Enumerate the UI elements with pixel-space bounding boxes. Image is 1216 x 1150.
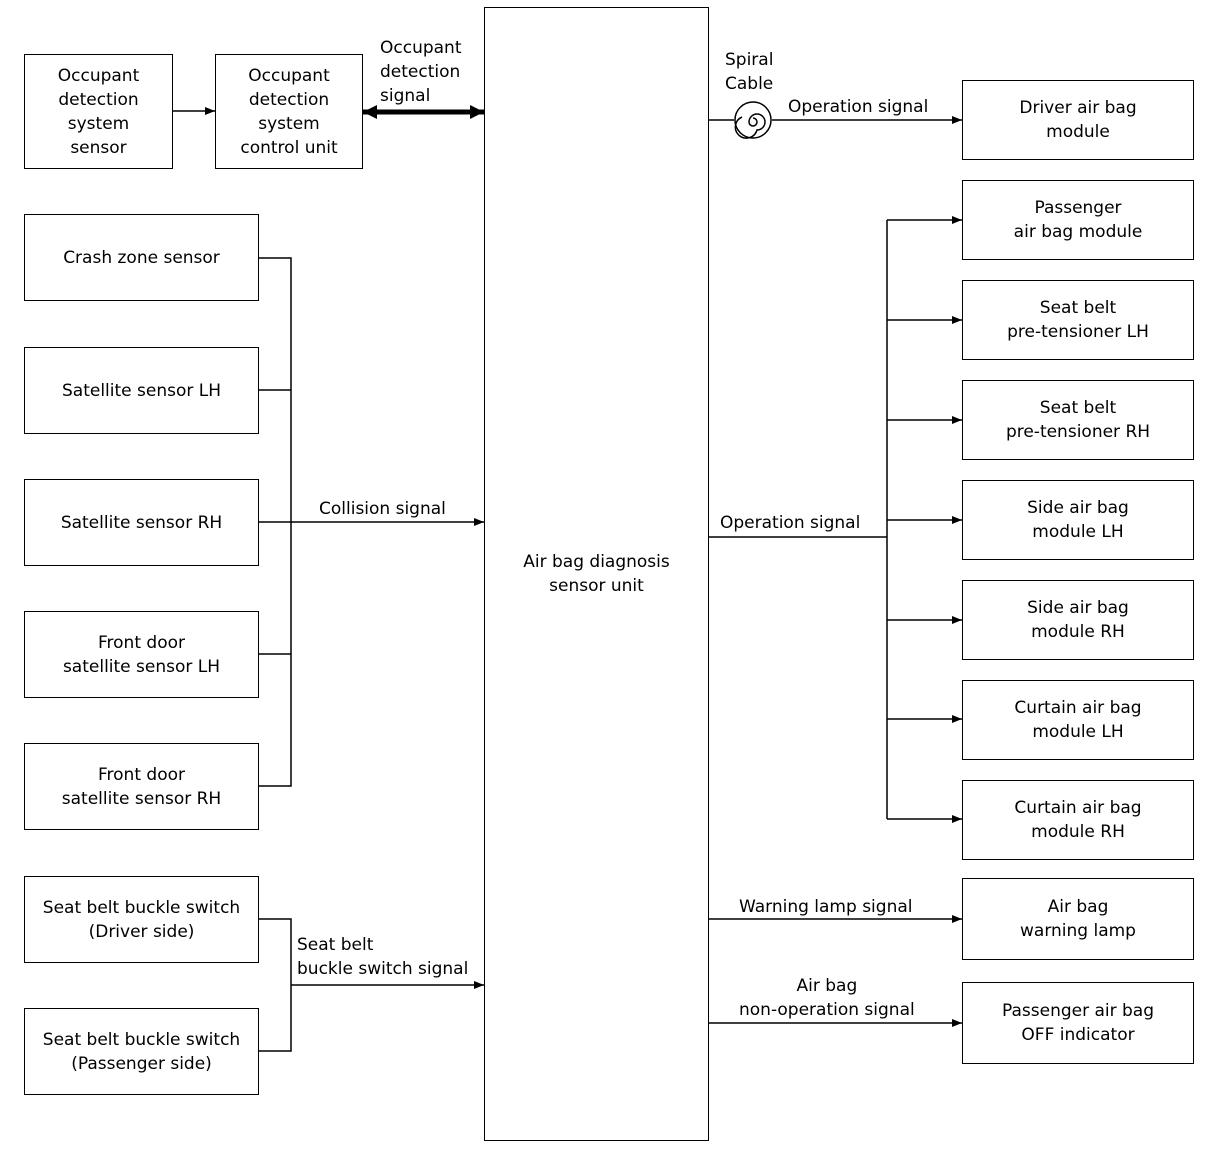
buckle-switch-driver-label: Seat belt buckle switch (Driver side) <box>42 897 241 942</box>
satellite-sensor-rh-label: Satellite sensor RH <box>60 512 223 533</box>
occupant-detection-signal-label: Occupant detection signal <box>380 38 462 106</box>
curtain-airbag-lh-box: Curtain air bag module LH <box>962 680 1194 760</box>
buckle-switch-signal-label: Seat belt buckle switch signal <box>297 935 469 979</box>
non-operation-signal-label: Air bag non-operation signal <box>739 976 915 1020</box>
spiral-cable-label: Spiral Cable <box>725 50 774 94</box>
driver-airbag-module-box: Driver air bag module <box>962 80 1194 160</box>
satellite-sensor-lh-label: Satellite sensor LH <box>61 380 222 401</box>
pretensioner-rh-box: Seat belt pre-tensioner RH <box>962 380 1194 460</box>
occupant-sensor-box: Occupant detection system sensor <box>24 54 173 169</box>
curtain-airbag-rh-box: Curtain air bag module RH <box>962 780 1194 860</box>
crash-zone-sensor-box: Crash zone sensor <box>24 214 259 301</box>
front-door-sensor-lh-label: Front door satellite sensor LH <box>62 632 221 677</box>
operation-signal-label: Operation signal <box>720 513 861 533</box>
warning-lamp-box: Air bag warning lamp <box>962 878 1194 960</box>
front-door-sensor-rh-label: Front door satellite sensor RH <box>61 764 222 809</box>
side-airbag-lh-box: Side air bag module LH <box>962 480 1194 560</box>
crash-zone-sensor-label: Crash zone sensor <box>63 247 220 268</box>
occupant-control-unit-label: Occupant detection system control unit <box>240 65 338 158</box>
collision-signal-label: Collision signal <box>319 499 446 519</box>
spiral-cable-icon <box>734 101 772 139</box>
satellite-sensor-rh-box: Satellite sensor RH <box>24 479 259 566</box>
front-door-sensor-rh-box: Front door satellite sensor RH <box>24 743 259 830</box>
passenger-airbag-module-label: Passenger air bag module <box>1013 198 1143 242</box>
diagnosis-sensor-unit-box: Air bag diagnosis sensor unit <box>484 7 709 1141</box>
driver-airbag-module-label: Driver air bag module <box>1019 98 1137 142</box>
warning-lamp-label: Air bag warning lamp <box>1020 897 1136 941</box>
pretensioner-rh-label: Seat belt pre-tensioner RH <box>1005 398 1151 442</box>
curtain-airbag-lh-label: Curtain air bag module LH <box>1014 698 1142 742</box>
pretensioner-lh-box: Seat belt pre-tensioner LH <box>962 280 1194 360</box>
satellite-sensor-lh-box: Satellite sensor LH <box>24 347 259 434</box>
diagnosis-sensor-unit-label: Air bag diagnosis sensor unit <box>523 552 670 596</box>
front-door-sensor-lh-box: Front door satellite sensor LH <box>24 611 259 698</box>
pretensioner-lh-label: Seat belt pre-tensioner LH <box>1007 298 1149 342</box>
side-airbag-rh-label: Side air bag module RH <box>1027 598 1129 642</box>
buckle-switch-driver-box: Seat belt buckle switch (Driver side) <box>24 876 259 963</box>
side-airbag-rh-box: Side air bag module RH <box>962 580 1194 660</box>
off-indicator-label: Passenger air bag OFF indicator <box>1001 1001 1155 1045</box>
occupant-sensor-label: Occupant detection system sensor <box>57 65 140 158</box>
passenger-airbag-module-box: Passenger air bag module <box>962 180 1194 260</box>
warning-lamp-signal-label: Warning lamp signal <box>739 897 913 917</box>
off-indicator-box: Passenger air bag OFF indicator <box>962 982 1194 1064</box>
driver-operation-signal-label: Operation signal <box>788 97 929 117</box>
buckle-switch-passenger-label: Seat belt buckle switch (Passenger side) <box>42 1029 241 1074</box>
buckle-switch-passenger-box: Seat belt buckle switch (Passenger side) <box>24 1008 259 1095</box>
connector-buckle-bus <box>258 918 292 1052</box>
side-airbag-lh-label: Side air bag module LH <box>1027 498 1129 542</box>
curtain-airbag-rh-label: Curtain air bag module RH <box>1014 798 1142 842</box>
occupant-control-unit-box: Occupant detection system control unit <box>215 54 363 169</box>
